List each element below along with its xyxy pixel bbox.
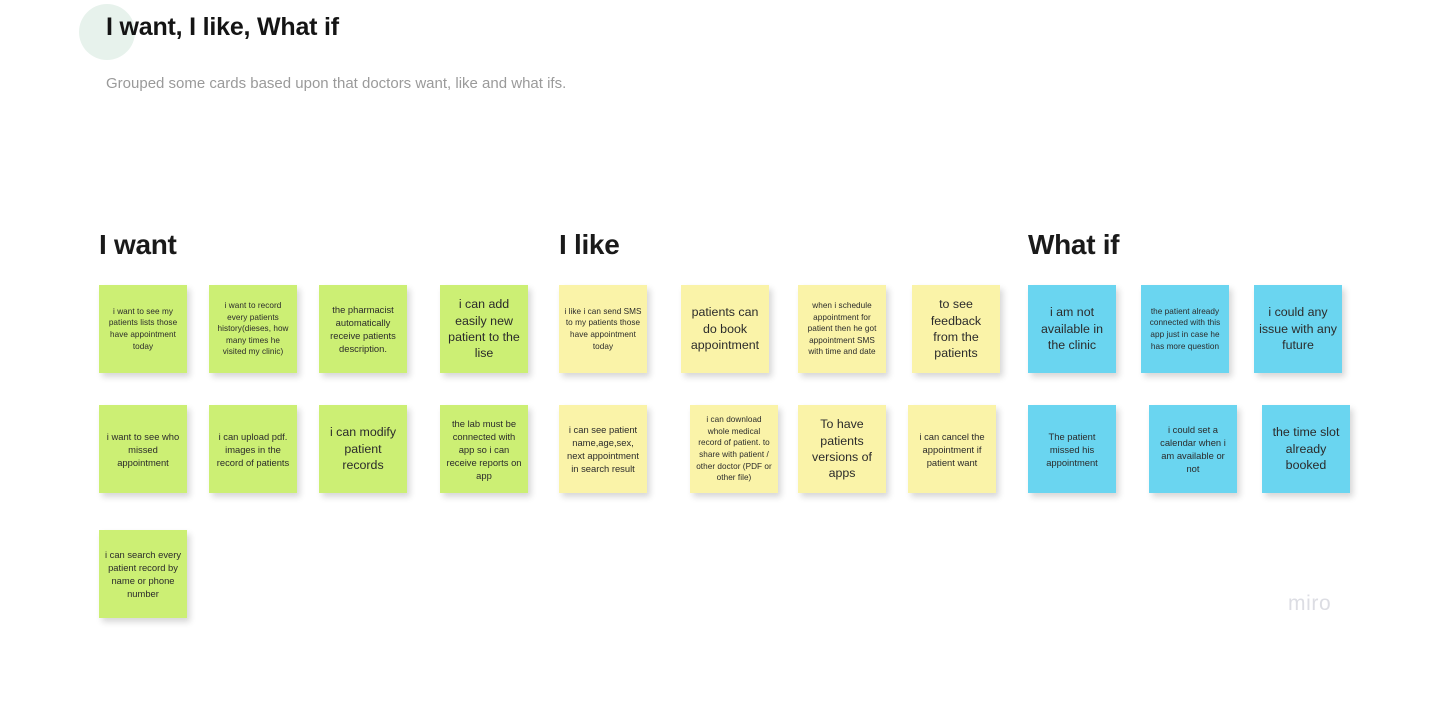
- sticky-note-text: when i schedule appointment for patient …: [807, 301, 877, 357]
- sticky-note[interactable]: i could set a calendar when i am availab…: [1149, 405, 1237, 493]
- sticky-note-text: i can cancel the appointment if patient …: [919, 430, 985, 468]
- sticky-note[interactable]: i want to record every patients history(…: [209, 285, 297, 373]
- sticky-note[interactable]: i could any issue with any future: [1254, 285, 1342, 373]
- sticky-note-text: i want to see who missed appointment: [106, 430, 180, 468]
- sticky-note[interactable]: i can cancel the appointment if patient …: [908, 405, 996, 493]
- sticky-note-text: i could set a calendar when i am availab…: [1160, 424, 1226, 474]
- sticky-note-text: i can add easily new patient to the lise: [448, 297, 520, 361]
- sticky-note-text: i can search every patient record by nam…: [104, 549, 182, 599]
- sticky-note[interactable]: i can see patient name,age,sex, next app…: [559, 405, 647, 493]
- sticky-note-text: the time slot already booked: [1272, 425, 1340, 473]
- sticky-note[interactable]: i can add easily new patient to the lise: [440, 285, 528, 373]
- sticky-note-text: i am not available in the clinic: [1041, 305, 1103, 353]
- sticky-note[interactable]: i can download whole medical record of p…: [690, 405, 778, 493]
- sticky-note-text: i want to see my patients lists those ha…: [108, 306, 178, 351]
- sticky-note[interactable]: i can search every patient record by nam…: [99, 530, 187, 618]
- sticky-note[interactable]: i want to see my patients lists those ha…: [99, 285, 187, 373]
- sticky-note[interactable]: i can modify patient records: [319, 405, 407, 493]
- sticky-note-text: i can modify patient records: [329, 425, 397, 473]
- sticky-note-text: i can see patient name,age,sex, next app…: [567, 424, 639, 474]
- sticky-note[interactable]: the lab must be connected with app so i …: [440, 405, 528, 493]
- sticky-note-text: to see feedback from the patients: [930, 297, 982, 361]
- sticky-note[interactable]: i like i can send SMS to my patients tho…: [559, 285, 647, 373]
- sticky-note[interactable]: to see feedback from the patients: [912, 285, 1000, 373]
- sticky-note[interactable]: i am not available in the clinic: [1028, 285, 1116, 373]
- sticky-note[interactable]: To have patients versions of apps: [798, 405, 886, 493]
- sticky-note-text: i could any issue with any future: [1259, 305, 1337, 353]
- sticky-note[interactable]: the pharmacist automatically receive pat…: [319, 285, 407, 373]
- column-heading: What if: [1028, 229, 1120, 260]
- page-title: I want, I like, What if: [106, 13, 339, 41]
- sticky-note-text: i like i can send SMS to my patients tho…: [564, 306, 642, 351]
- sticky-note-text: i want to record every patients history(…: [217, 301, 289, 357]
- sticky-note-text: patients can do book appointment: [690, 305, 760, 353]
- sticky-note-text: the lab must be connected with app so i …: [446, 417, 522, 481]
- sticky-note-text: the pharmacist automatically receive pat…: [330, 304, 396, 354]
- sticky-note[interactable]: The patient missed his appointment: [1028, 405, 1116, 493]
- title-accent-circle: [79, 4, 135, 60]
- sticky-note-text: To have patients versions of apps: [812, 417, 872, 481]
- sticky-note[interactable]: the time slot already booked: [1262, 405, 1350, 493]
- sticky-note-text: i can download whole medical record of p…: [696, 415, 772, 483]
- sticky-note-text: The patient missed his appointment: [1046, 430, 1098, 468]
- miro-watermark: miro: [1288, 592, 1332, 615]
- sticky-note[interactable]: i want to see who missed appointment: [99, 405, 187, 493]
- column-heading: I like: [559, 229, 620, 260]
- column-heading: I want: [99, 229, 177, 260]
- sticky-note[interactable]: when i schedule appointment for patient …: [798, 285, 886, 373]
- sticky-note[interactable]: patients can do book appointment: [681, 285, 769, 373]
- sticky-note-text: the patient already connected with this …: [1149, 306, 1221, 351]
- sticky-note[interactable]: i can upload pdf. images in the record o…: [209, 405, 297, 493]
- sticky-note[interactable]: the patient already connected with this …: [1141, 285, 1229, 373]
- sticky-note-text: i can upload pdf. images in the record o…: [216, 430, 290, 468]
- page-subtitle: Grouped some cards based upon that docto…: [106, 75, 567, 92]
